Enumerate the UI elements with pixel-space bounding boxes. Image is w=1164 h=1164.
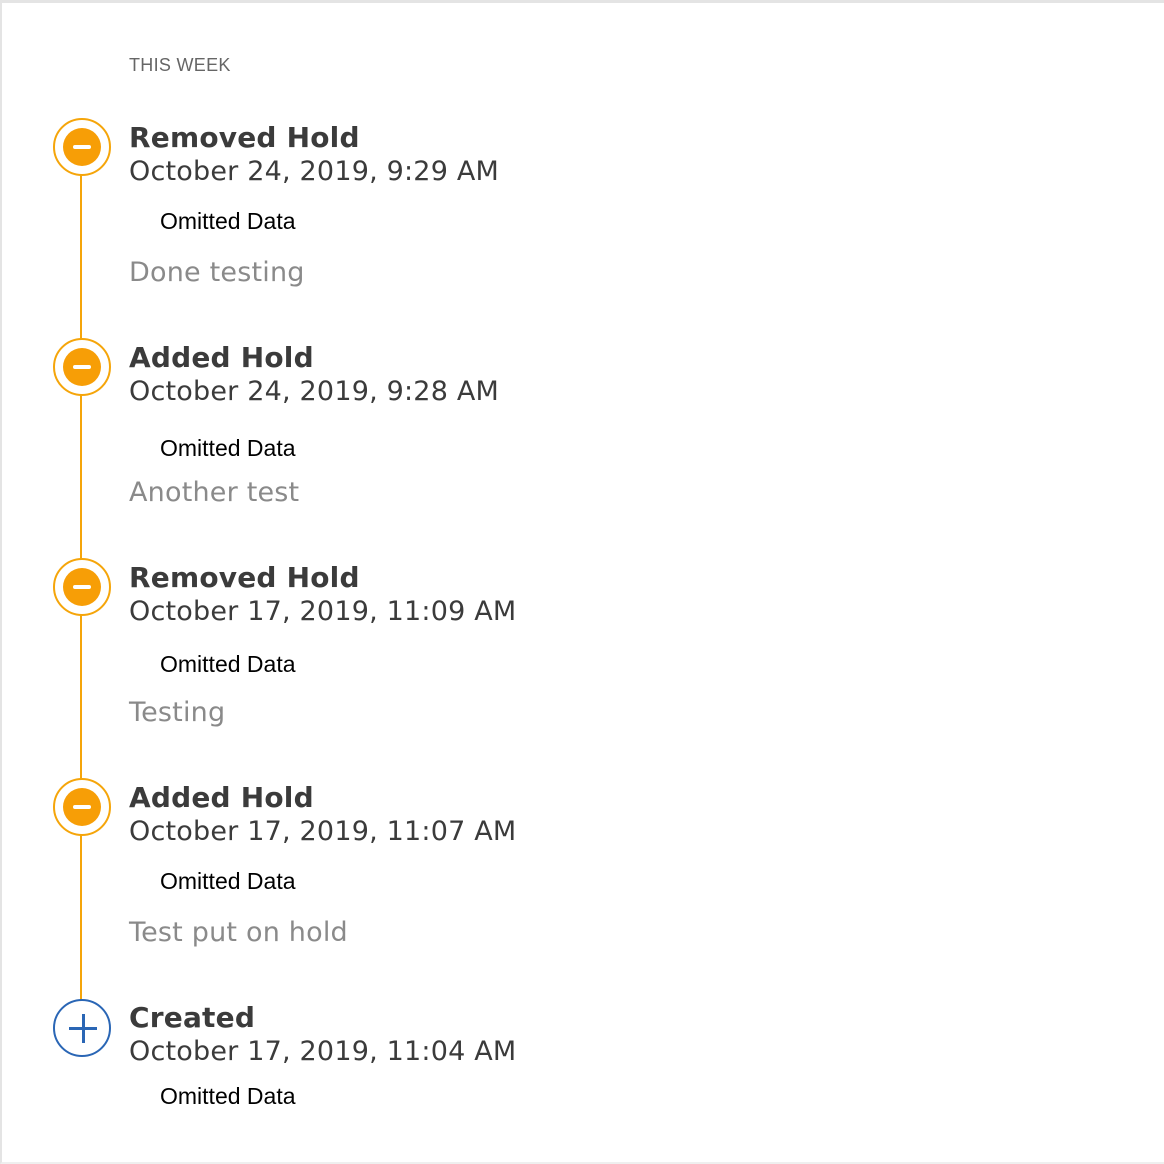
event-detail: Omitted Data [160, 435, 296, 461]
event-timestamp: October 17, 2019, 11:04 AM [129, 1036, 517, 1067]
event-comment: Test put on hold [129, 917, 348, 948]
event-title: Created [129, 1001, 256, 1034]
event-title: Removed Hold [129, 561, 360, 594]
event-title: Added Hold [129, 781, 314, 814]
event-title: Added Hold [129, 341, 314, 374]
event-timestamp: October 17, 2019, 11:09 AM [129, 596, 517, 627]
event-detail: Omitted Data [160, 1083, 296, 1109]
event-comment: Done testing [129, 257, 305, 288]
event-detail: Omitted Data [160, 868, 296, 894]
event-detail: Omitted Data [160, 651, 296, 677]
event-timestamp: October 24, 2019, 9:28 AM [129, 376, 500, 407]
minus-circle-icon [53, 778, 111, 836]
minus-circle-icon [53, 558, 111, 616]
event-timestamp: October 24, 2019, 9:29 AM [129, 156, 500, 187]
minus-circle-icon [53, 118, 111, 176]
event-detail: Omitted Data [160, 208, 296, 234]
minus-circle-icon [53, 338, 111, 396]
event-comment: Testing [129, 697, 226, 728]
section-label: THIS WEEK [129, 55, 231, 75]
event-timestamp: October 17, 2019, 11:07 AM [129, 816, 517, 847]
plus-circle-icon [53, 999, 111, 1057]
event-comment: Another test [129, 477, 300, 508]
event-title: Removed Hold [129, 121, 360, 154]
